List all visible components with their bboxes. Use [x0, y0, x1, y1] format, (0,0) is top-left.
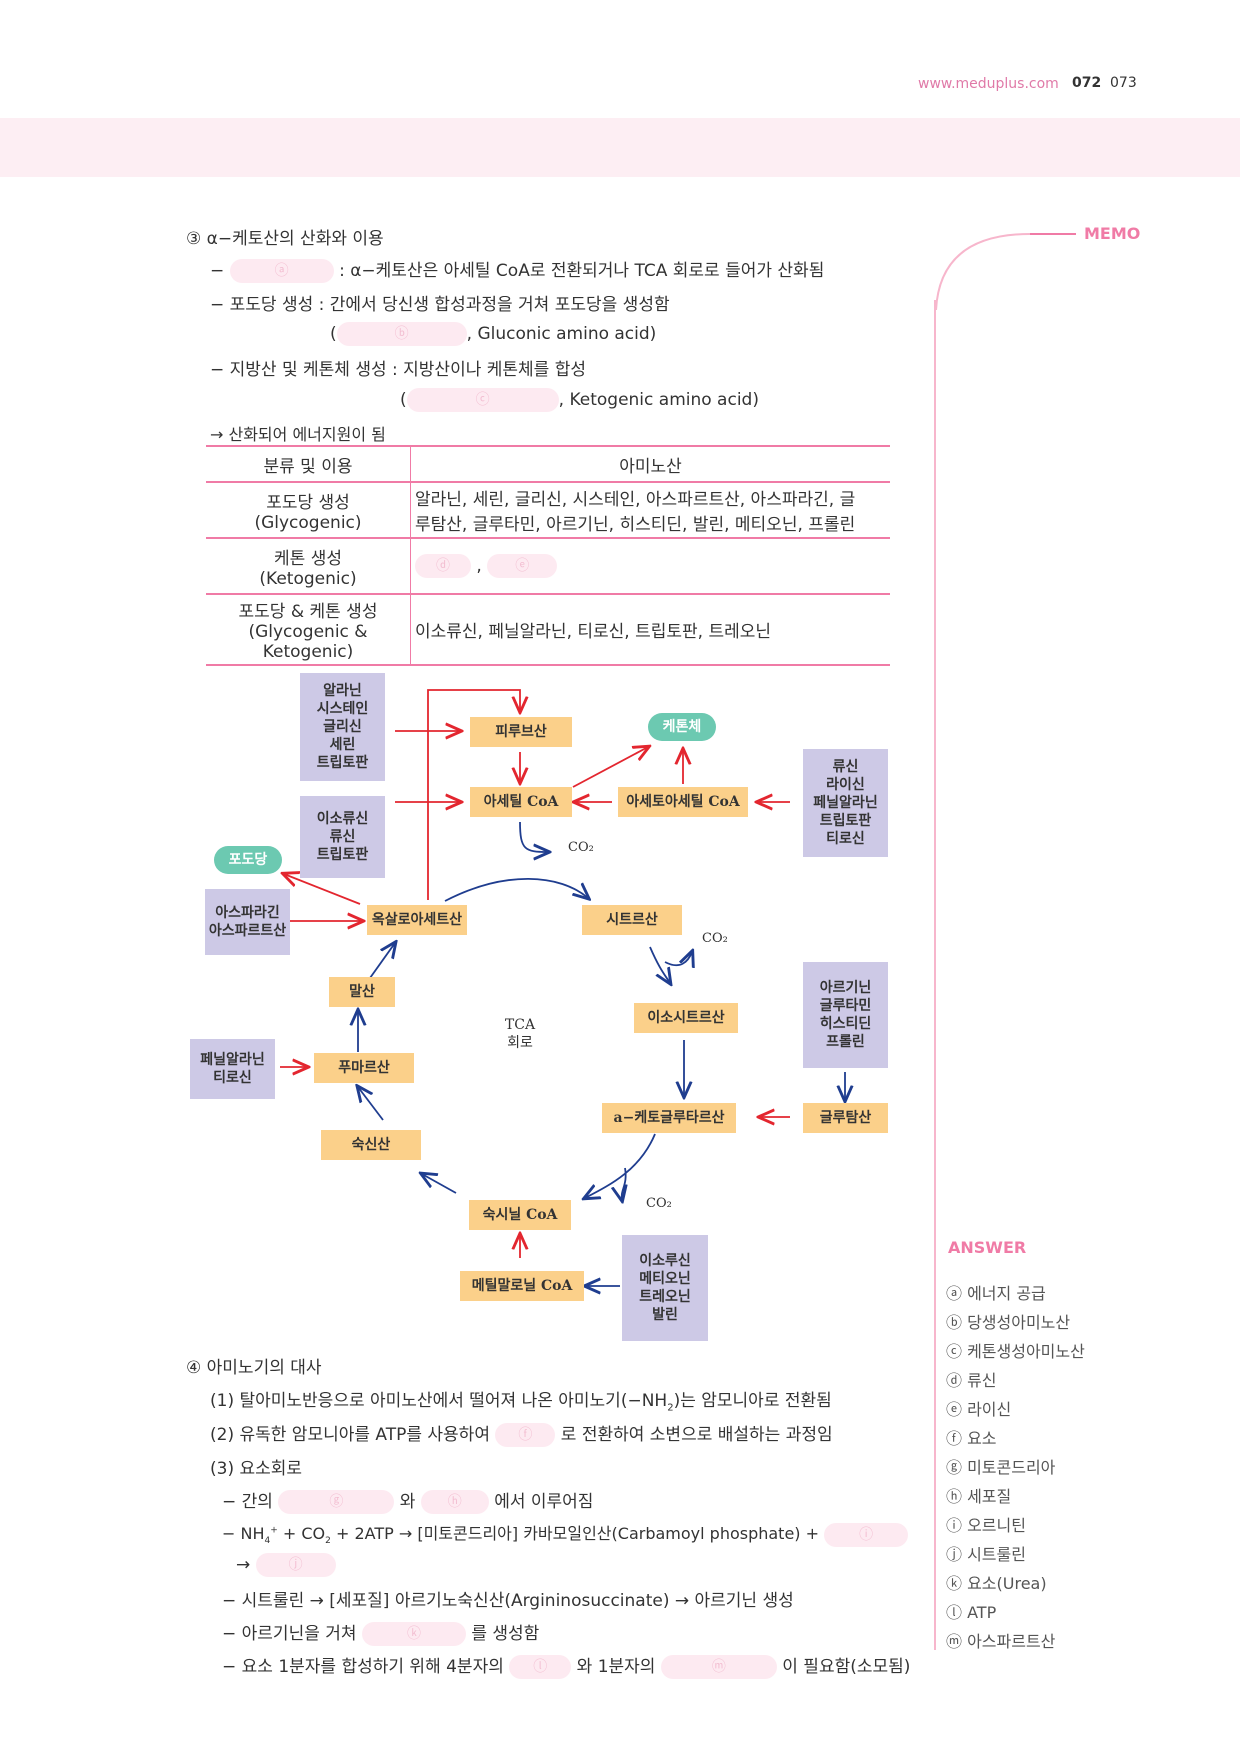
memo-curve	[935, 233, 1031, 311]
section3-title: ③ α−케토산의 산화와 이용	[186, 229, 384, 249]
node-malate: 말산	[329, 977, 395, 1007]
node-citrate: 시트르산	[582, 905, 682, 935]
blank-l: ⓛ	[509, 1655, 572, 1679]
section4-line9: − 요소 1분자를 합성하기 위해 4분자의 ⓛ 와 1분자의 ⓜ 이 필요함(…	[222, 1655, 911, 1679]
table-header: 아미노산	[410, 445, 890, 482]
answer-title: ANSWER	[948, 1238, 1027, 1257]
blank-g: ⓖ	[278, 1490, 395, 1514]
table-header-row: 분류 및 이용 아미노산	[206, 445, 890, 482]
section3-line1: − ⓐ : α−케토산은 아세틸 CoA로 전환되거나 TCA 회로로 들어가 …	[210, 259, 825, 283]
page-number-right: 073	[1110, 75, 1137, 91]
blank-c: ⓒ	[406, 388, 559, 412]
blank-i: ⓘ	[824, 1522, 909, 1547]
section3-line5: (ⓒ, Ketogenic amino acid)	[400, 388, 759, 412]
table-cell: 이소류신, 페닐알라닌, 티로신, 트립토판, 트레오닌	[410, 593, 890, 666]
answer-item: ⓙ 시트룰린	[946, 1545, 1026, 1564]
memo-column-line	[934, 300, 936, 1650]
answer-item: ⓒ 케톤생성아미노산	[946, 1342, 1085, 1361]
answer-item: ⓗ 세포질	[946, 1487, 1012, 1506]
blank-f: ⓕ	[495, 1423, 556, 1447]
table-row: 포도당 생성(Glycogenic) 알라닌, 세린, 글리신, 시스테인, 아…	[206, 481, 890, 538]
page-number-left: 072	[1072, 75, 1102, 91]
node-methylmalonyl-coa: 메틸말로닐 CoA	[460, 1271, 584, 1301]
section4-line8: − 아르기닌을 거쳐 ⓚ 를 생성함	[222, 1622, 540, 1646]
answer-item: ⓓ 류신	[946, 1371, 997, 1390]
table-cell: ⓓ , ⓔ	[410, 537, 890, 594]
answer-item: ⓜ 아스파르트산	[946, 1632, 1056, 1651]
section3-line2: − 포도당 생성 : 간에서 당신생 합성과정을 거쳐 포도당을 생성함	[210, 295, 670, 315]
node-alpha-ketoglutarate: a−케토글루타르산	[602, 1103, 736, 1133]
table-cell: 포도당 & 케톤 생성(Glycogenic & Ketogenic)	[206, 593, 411, 666]
table-row: 케톤 생성(Ketogenic) ⓓ , ⓔ	[206, 537, 890, 594]
blank-b: ⓑ	[336, 322, 467, 346]
answer-item: ⓘ 오르니틴	[946, 1516, 1026, 1535]
table-cell: 케톤 생성(Ketogenic)	[206, 537, 411, 594]
section3-line3: (ⓑ, Gluconic amino acid)	[330, 322, 657, 346]
section3-line4: − 지방산 및 케톤체 생성 : 지방산이나 케톤체를 합성	[210, 360, 587, 380]
answer-item: ⓕ 요소	[946, 1429, 997, 1448]
table-header: 분류 및 이용	[206, 445, 411, 482]
blank-m: ⓜ	[660, 1655, 777, 1679]
blank-h: ⓗ	[420, 1490, 489, 1514]
answer-item: ⓑ 당생성아미노산	[946, 1313, 1071, 1332]
answer-item: ⓖ 미토콘드리아	[946, 1458, 1056, 1477]
node-acetyl-coa: 아세틸 CoA	[470, 787, 572, 817]
node-acetoacetyl-coa: 아세토아세틸 CoA	[618, 787, 748, 817]
memo-divider	[1030, 233, 1076, 235]
node-succinate: 숙신산	[321, 1130, 421, 1160]
co2-label: CO₂	[568, 840, 594, 855]
answer-item: ⓔ 라이신	[946, 1400, 1012, 1419]
node-glutamate: 글루탐산	[803, 1103, 888, 1133]
blank-k: ⓚ	[361, 1622, 466, 1646]
answer-item: ⓛ ATP	[946, 1603, 997, 1622]
node-isocitrate: 이소시트르산	[634, 1003, 738, 1033]
blank-e: ⓔ	[487, 554, 558, 578]
header-band	[0, 118, 1240, 177]
table-cell: 포도당 생성(Glycogenic)	[206, 481, 411, 538]
section4-line6: → ⓙ	[236, 1553, 336, 1577]
node-pyruvate: 피루브산	[470, 717, 572, 747]
blank-d: ⓓ	[415, 554, 471, 578]
section4-line3: (3) 요소회로	[210, 1459, 303, 1479]
answer-item: ⓚ 요소(Urea)	[946, 1574, 1047, 1593]
section4-line7: − 시트룰린 → [세포질] 아르기노숙신산(Argininosuccinate…	[222, 1591, 794, 1611]
website-url: www.meduplus.com	[918, 76, 1059, 92]
section4-title: ④ 아미노기의 대사	[186, 1358, 322, 1378]
amino-acid-classification-table: 분류 및 이용 아미노산 포도당 생성(Glycogenic) 알라닌, 세린,…	[206, 445, 890, 666]
co2-label: CO₂	[702, 931, 728, 946]
section4-line4: − 간의 ⓖ 와 ⓗ 에서 이루어짐	[222, 1490, 594, 1514]
node-glucose: 포도당	[214, 846, 282, 874]
blank-a: ⓐ	[229, 259, 334, 283]
node-succinyl-coa: 숙시닐 CoA	[469, 1200, 571, 1230]
memo-label: MEMO	[1084, 224, 1141, 243]
blank-j: ⓙ	[255, 1553, 336, 1577]
node-oxaloacetate: 옥살로아세트산	[367, 905, 467, 935]
answer-item: ⓐ 에너지 공급	[946, 1284, 1046, 1303]
table-row: 포도당 & 케톤 생성(Glycogenic & Ketogenic) 이소류신…	[206, 593, 890, 666]
section4-line5: − NH4+ + CO2 + 2ATP → [미토콘드리아] 카바모일인산(Ca…	[222, 1520, 909, 1547]
section3-line6: → 산화되어 에너지원이 됨	[210, 425, 386, 444]
section4-line1: (1) 탈아미노반응으로 아미노산에서 떨어져 나온 아미노기(−NH2)는 암…	[210, 1391, 832, 1414]
co2-label: CO₂	[646, 1196, 672, 1211]
node-ketone-bodies: 케톤체	[648, 713, 716, 741]
section4-line2: (2) 유독한 암모니아를 ATP를 사용하여 ⓕ 로 전환하여 소변으로 배설…	[210, 1423, 833, 1447]
node-fumarate: 푸마르산	[314, 1053, 414, 1083]
